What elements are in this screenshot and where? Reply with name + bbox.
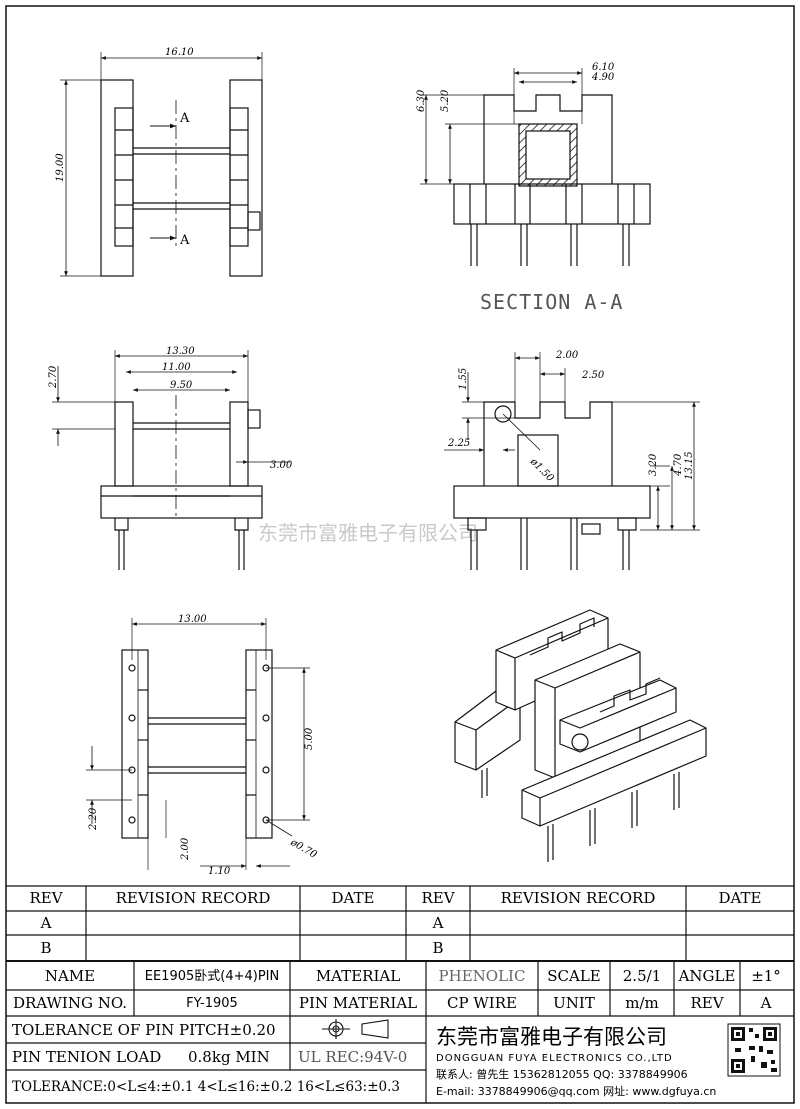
sheet-border — [5, 5, 795, 1104]
company-contact: 联系人: 曾先生 15362812055 QQ: 3378849906 — [436, 1067, 688, 1081]
pin-material-value: CP WIRE — [447, 994, 517, 1012]
tolerance-general: TOLERANCE:0<L≤4:±0.1 4<L≤16:±0.2 16<L≤63… — [12, 1079, 400, 1095]
unit-label: UNIT — [553, 994, 595, 1012]
isometric-view — [454, 609, 707, 862]
front-outer-w-dim: 13.30 — [166, 346, 195, 357]
section-mark-bottom: A — [179, 233, 190, 248]
bottom-pin-d-dim: ø0.70 — [288, 837, 319, 861]
name-value: EE1905卧式(4+4)PIN — [145, 969, 280, 984]
section-inner-w-dim: 4.90 — [591, 72, 615, 83]
front-inner-w-dim: 9.50 — [170, 380, 193, 391]
bottom-row-dim: 2.20 — [88, 807, 99, 831]
rev-row-a-right: A — [432, 914, 444, 932]
side-view — [444, 352, 700, 570]
scale-label: SCALE — [547, 967, 601, 985]
pin-material-label: PIN MATERIAL — [299, 994, 417, 1012]
side-slot-w-dim: 2.00 — [555, 350, 579, 361]
section-outer-w-dim: 6.10 — [592, 62, 615, 73]
section-view — [420, 68, 651, 266]
top-width-dim: 16.10 — [165, 47, 194, 58]
unit-value: m/m — [625, 994, 659, 1012]
drawing-no-label: DRAWING NO. — [13, 994, 127, 1012]
bottom-width-dim: 13.00 — [178, 614, 207, 625]
drawing-no-value: FY-1905 — [186, 996, 238, 1011]
front-pin-off-dim: 3.00 — [270, 460, 293, 471]
side-h3-dim: 13.15 — [684, 451, 695, 480]
side-slot-depth-dim: 1.55 — [458, 368, 469, 390]
bottom-pin-pitch-dim: 2.00 — [180, 837, 191, 861]
top-height-dim: 19.00 — [55, 153, 66, 182]
material-value: PHENOLIC — [439, 967, 526, 985]
rev-row-b-left: B — [40, 939, 51, 957]
projection-symbol-icon — [322, 1019, 389, 1039]
section-inner-h-dim: 5.20 — [440, 89, 451, 112]
side-hole-d-dim: ø1.50 — [527, 456, 556, 485]
scale-value: 2.5/1 — [623, 967, 661, 985]
side-hole-off-dim: 2.25 — [447, 438, 470, 449]
side-slot-pitch-dim: 2.50 — [581, 370, 605, 381]
watermark: 东莞市富雅电子有限公司 — [258, 521, 478, 545]
section-mark-top: A — [179, 111, 190, 126]
ul-rec: UL REC:94V-0 — [298, 1048, 407, 1066]
rev-header-date-1: DATE — [332, 889, 375, 907]
name-label: NAME — [45, 967, 95, 985]
section-title: SECTION A-A — [480, 290, 623, 314]
title-block-lines — [6, 885, 794, 1103]
rev-value: A — [760, 994, 772, 1012]
top-view — [60, 52, 263, 277]
rev-header-record-1: REVISION RECORD — [116, 889, 271, 907]
company-en: DONGGUAN FUYA ELECTRONICS CO.,LTD — [436, 1053, 673, 1064]
section-total-h-dim: 6.30 — [416, 89, 427, 112]
rev-header-rev-1: REV — [29, 889, 63, 907]
front-mid-w-dim: 11.00 — [162, 362, 191, 373]
rev-header-rev-2: REV — [421, 889, 455, 907]
side-h2-dim: 4.70 — [673, 453, 684, 477]
pin-tenion-value: 0.8kg MIN — [188, 1048, 270, 1066]
rev-label: REV — [690, 994, 724, 1012]
front-view — [52, 350, 290, 570]
company-cn: 东莞市富雅电子有限公司 — [436, 1025, 667, 1049]
angle-label: ANGLE — [678, 967, 736, 985]
qr-code-icon — [727, 1023, 781, 1077]
rev-row-b-right: B — [432, 939, 443, 957]
rev-header-record-2: REVISION RECORD — [501, 889, 656, 907]
rev-row-a-left: A — [40, 914, 52, 932]
material-label: MATERIAL — [316, 967, 400, 985]
side-h1-dim: 3.20 — [648, 453, 659, 476]
bottom-edge-dim: 1.10 — [208, 866, 231, 877]
company-email: E-mail: 3378849906@qq.com 网址: www.dgfuya… — [436, 1084, 716, 1098]
tolerance-pin-pitch: TOLERANCE OF PIN PITCH±0.20 — [12, 1021, 276, 1039]
pin-tenion-label: PIN TENION LOAD — [12, 1048, 161, 1066]
rev-header-date-2: DATE — [719, 889, 762, 907]
bottom-pitch-dim: 5.00 — [304, 727, 315, 750]
front-flange-dim: 2.70 — [48, 365, 59, 389]
angle-value: ±1° — [751, 967, 781, 985]
bottom-view — [86, 618, 310, 870]
